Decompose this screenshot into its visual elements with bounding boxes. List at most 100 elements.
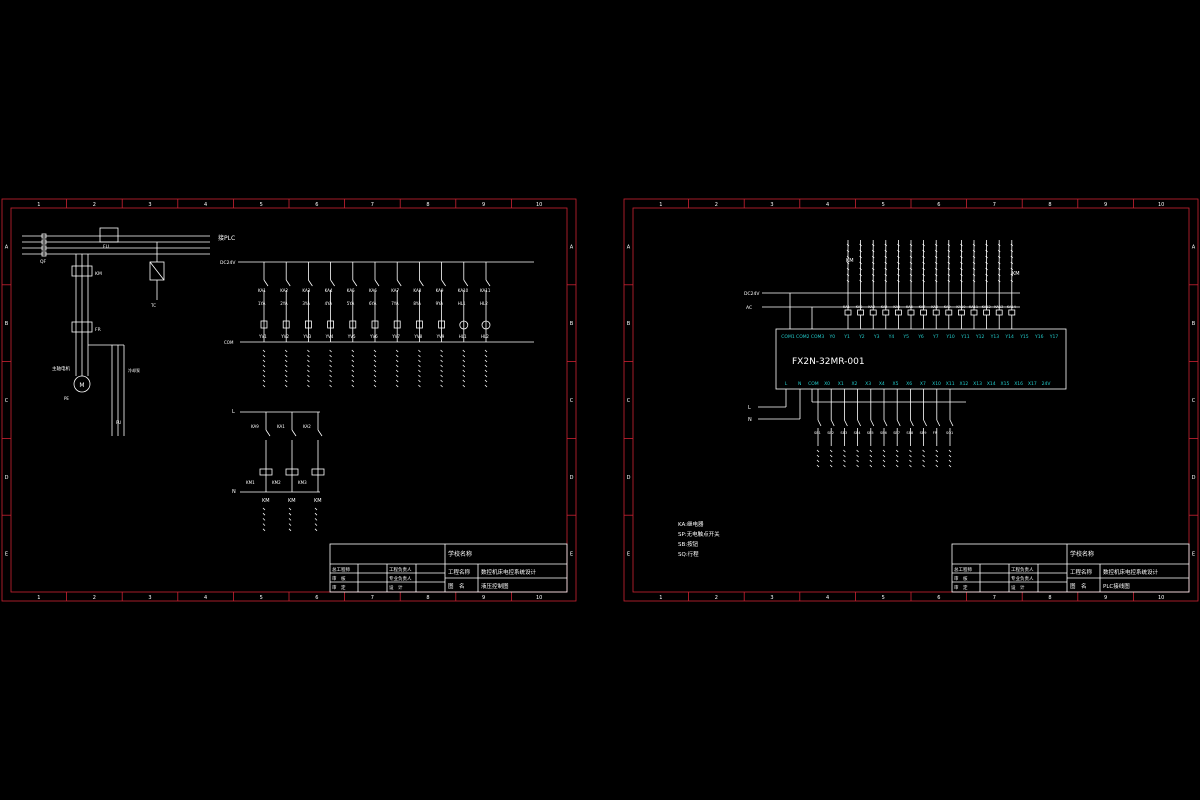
annotation-stroke: [871, 261, 875, 265]
annotation-stroke: [948, 464, 952, 468]
annotation-stroke: [909, 243, 913, 247]
annotation-stroke: [288, 512, 292, 516]
nc-contact: [419, 279, 424, 287]
annotation-stroke: [351, 349, 355, 353]
input-terminal: X13: [973, 381, 982, 387]
annotation-stroke: [856, 459, 859, 463]
row-letter-left: C: [5, 398, 9, 404]
signature-role: 总工程师: [332, 566, 350, 573]
annotation-stroke: [418, 354, 421, 358]
relay-label: KA5: [893, 305, 900, 309]
annotation-stroke: [871, 243, 875, 247]
solenoid-label: 4YA: [325, 301, 333, 306]
annotation-stroke: [1010, 279, 1014, 283]
annotation-stroke: [922, 249, 925, 253]
column-number-top: 6: [937, 202, 940, 208]
annotation-stroke: [856, 449, 859, 453]
annotation-stroke: [440, 349, 443, 353]
vertical-annotation: [284, 349, 288, 388]
annotation-stroke: [948, 454, 952, 458]
signature-role: 工程负责人: [389, 566, 412, 573]
annotation-stroke: [262, 512, 266, 516]
column-number-bottom: 4: [826, 595, 829, 601]
annotation-stroke: [440, 364, 443, 368]
annotation-stroke: [960, 273, 963, 277]
column-number-top: 9: [1104, 202, 1107, 208]
annotation-stroke: [947, 255, 951, 259]
button-label: SQ1: [946, 431, 953, 435]
annotation-stroke: [484, 359, 488, 363]
button-label: SB1: [814, 431, 821, 435]
annotation-stroke: [859, 273, 862, 277]
vertical-annotation: [351, 349, 355, 388]
annotation-stroke: [395, 359, 399, 363]
annotation-stroke: [284, 354, 288, 358]
coil-label: YV3: [302, 334, 311, 339]
output-terminal: Y15: [1019, 334, 1029, 340]
annotation-stroke: [351, 369, 355, 373]
column-number-bottom: 5: [882, 595, 885, 601]
output-terminal: Y7: [932, 334, 939, 340]
annotation-stroke: [373, 349, 377, 353]
annotation-stroke: [307, 349, 310, 353]
annotation-stroke: [484, 364, 488, 368]
annotation-stroke: [997, 267, 1001, 271]
pushbutton-contact: [910, 419, 914, 427]
coil-label: KM1: [246, 480, 255, 485]
column-number-bottom: 7: [371, 595, 374, 601]
coil-label: YV6: [369, 334, 378, 339]
annotation-stroke: [484, 349, 488, 353]
annotation-stroke: [884, 279, 888, 283]
output-relay-branch: KA8: [931, 240, 940, 329]
annotation-stroke: [351, 379, 355, 383]
km-tag: KM: [1012, 271, 1020, 277]
output-relay-branch: KA3: [868, 240, 877, 329]
annotation-stroke: [895, 459, 899, 463]
annotation-stroke: [373, 379, 377, 383]
annotation-stroke: [314, 507, 318, 511]
annotation-stroke: [329, 349, 332, 353]
annotation-stroke: [935, 454, 939, 458]
annotation-stroke: [418, 349, 421, 353]
output-terminal: Y12: [975, 334, 985, 340]
row-letter-right: B: [570, 321, 574, 327]
input-button-branch: SB4: [854, 389, 861, 468]
contact-label: KA2: [303, 424, 311, 429]
coil-label: YV7: [391, 334, 400, 339]
annotation-stroke: [895, 464, 899, 468]
column-number-top: 5: [260, 202, 263, 208]
annotation-stroke: [960, 255, 963, 259]
solenoid-coil: [349, 320, 357, 329]
output-relay-branch: KA6: [906, 240, 915, 329]
annotation-stroke: [985, 267, 988, 271]
vertical-annotation: [960, 243, 963, 283]
annotation-stroke: [351, 384, 355, 388]
annotation-stroke: [816, 464, 820, 468]
plc-body: [775, 328, 1067, 390]
annotation-stroke: [947, 261, 951, 265]
vertical-annotation: [895, 449, 899, 468]
signature-role: 总工程师: [954, 566, 972, 573]
input-terminal: X2: [851, 381, 857, 387]
plc-power-tag: 接PLC: [218, 234, 235, 242]
coil-label: YV2: [280, 334, 289, 339]
annotation-stroke: [846, 273, 850, 277]
input-terminal: X16: [1014, 381, 1023, 387]
annotation-stroke: [843, 464, 846, 468]
input-button-branch: SB1: [814, 389, 822, 468]
annotation-stroke: [985, 273, 988, 277]
signature-role: 设 计: [389, 584, 403, 591]
annotation-stroke: [947, 243, 951, 247]
annotation-stroke: [972, 267, 976, 271]
input-terminal: X10: [932, 381, 941, 387]
relay-contact-label: KA5: [347, 288, 355, 293]
annotation-stroke: [884, 249, 888, 253]
annotation-stroke: [934, 243, 938, 247]
annotation-stroke: [882, 454, 886, 458]
vertical-annotation: [262, 507, 266, 532]
input-button-branch: SB8: [906, 389, 914, 468]
row-letter-left: A: [627, 244, 631, 250]
vertical-annotation: [856, 449, 859, 468]
annotation-stroke: [909, 261, 913, 265]
